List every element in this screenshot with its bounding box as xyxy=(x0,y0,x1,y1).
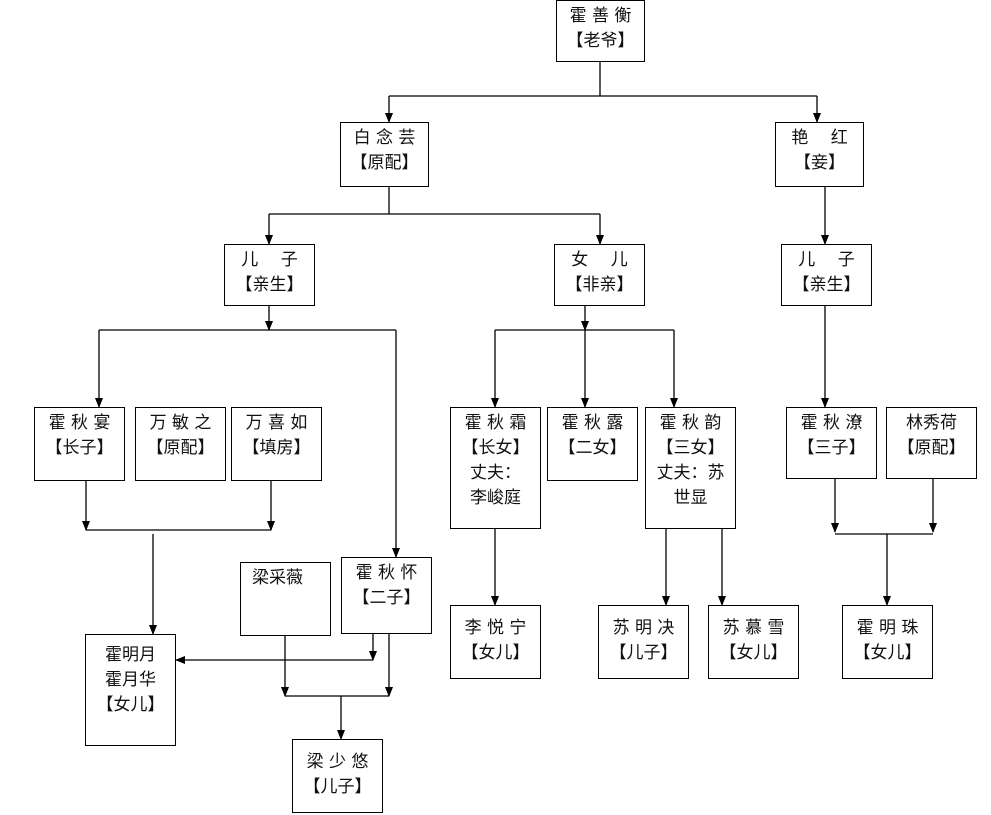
node-role: 【女儿】 xyxy=(853,643,922,663)
node-role: 【三子】 xyxy=(797,438,866,458)
node-name: 霍 秋 怀 xyxy=(355,563,418,583)
node-name: 林秀荷 xyxy=(906,413,957,433)
node-name: 女 儿 xyxy=(571,250,628,270)
node-name: 梁 少 悠 xyxy=(306,752,369,772)
node-liang-shaoyou: 梁 少 悠 【儿子】 xyxy=(292,739,383,813)
node-huo-qiuliao: 霍 秋 潦 【三子】 xyxy=(786,407,877,479)
node-name: 儿 子 xyxy=(241,250,298,270)
node-bai-nianyun: 白 念 芸 【原配】 xyxy=(340,122,429,187)
node-name: 霍 秋 潦 xyxy=(800,413,863,433)
node-name: 艳 红 xyxy=(791,128,848,148)
node-name: 霍 秋 露 xyxy=(561,413,624,433)
node-role: 【亲生】 xyxy=(792,275,861,295)
node-name: 万 喜 如 xyxy=(245,413,308,433)
node-role: 【二女】 xyxy=(558,438,627,458)
node-lin-xiuhe: 林秀荷 【原配】 xyxy=(886,407,977,479)
node-name: 万 敏 之 xyxy=(149,413,212,433)
node-name: 霍 秋 韵 xyxy=(659,413,722,433)
node-huo-mingzhu: 霍 明 珠 【女儿】 xyxy=(842,605,933,679)
node-role: 【女儿】 xyxy=(461,643,530,663)
node-son-yan: 儿 子 【亲生】 xyxy=(781,244,872,306)
node-role: 【二子】 xyxy=(352,588,421,608)
node-huo-qiuyan: 霍 秋 宴 【长子】 xyxy=(34,407,125,481)
node-son-bai: 儿 子 【亲生】 xyxy=(224,244,315,306)
node-name: 白 念 芸 xyxy=(353,128,416,148)
node-role: 【原配】 xyxy=(897,438,966,458)
node-su-mingjue: 苏 明 决 【儿子】 xyxy=(598,605,689,679)
node-name: 梁采薇 xyxy=(252,568,303,588)
node-name: 李 悦 宁 xyxy=(464,618,527,638)
node-role: 【原配】 xyxy=(146,438,215,458)
node-yan-hong: 艳 红 【妾】 xyxy=(775,122,864,187)
node-spouse-label: 丈夫：苏 xyxy=(656,463,725,483)
node-role: 【长女】 xyxy=(461,438,530,458)
node-name: 儿 子 xyxy=(798,250,855,270)
node-role: 【三女】 xyxy=(656,438,725,458)
node-name-alt: 霍月华 xyxy=(105,670,156,690)
node-role: 【女儿】 xyxy=(96,695,165,715)
node-role: 【填房】 xyxy=(242,438,311,458)
node-role: 【原配】 xyxy=(350,153,419,173)
node-name: 苏 明 决 xyxy=(612,618,675,638)
node-huo-shanheng: 霍 善 衡 【老爷】 xyxy=(556,0,645,62)
node-name: 苏 慕 雪 xyxy=(722,618,785,638)
node-su-muxue: 苏 慕 雪 【女儿】 xyxy=(708,605,799,679)
node-huo-mingyue: 霍明月 霍月华 【女儿】 xyxy=(85,634,176,746)
node-role: 【长子】 xyxy=(45,438,114,458)
node-name: 霍 明 珠 xyxy=(856,618,919,638)
node-huo-qiuyun: 霍 秋 韵 【三女】 丈夫：苏 世显 xyxy=(645,407,736,529)
node-spouse-name: 世显 xyxy=(673,488,708,508)
node-wan-xiru: 万 喜 如 【填房】 xyxy=(231,407,322,481)
node-name: 霍 秋 宴 xyxy=(48,413,111,433)
node-li-yuening: 李 悦 宁 【女儿】 xyxy=(450,605,541,679)
node-role: 【亲生】 xyxy=(235,275,304,295)
node-huo-qiulu: 霍 秋 露 【二女】 xyxy=(547,407,638,481)
node-role: 【儿子】 xyxy=(609,643,678,663)
node-huo-qiushuang: 霍 秋 霜 【长女】 丈夫： 李峻庭 xyxy=(450,407,541,529)
node-role: 【女儿】 xyxy=(719,643,788,663)
node-huo-qiuhuai: 霍 秋 怀 【二子】 xyxy=(341,557,432,634)
node-name: 霍 秋 霜 xyxy=(464,413,527,433)
node-wan-minzhi: 万 敏 之 【原配】 xyxy=(135,407,226,481)
node-role: 【儿子】 xyxy=(303,777,372,797)
node-name: 霍 善 衡 xyxy=(569,6,632,26)
node-spouse-label: 丈夫： xyxy=(470,463,521,483)
node-name: 霍明月 xyxy=(105,645,156,665)
node-spouse-name: 李峻庭 xyxy=(470,488,521,508)
node-role: 【非亲】 xyxy=(565,275,634,295)
node-role: 【妾】 xyxy=(794,153,845,173)
node-role: 【老爷】 xyxy=(566,31,635,51)
node-daughter-bai: 女 儿 【非亲】 xyxy=(554,244,645,306)
node-liang-caiwei: 梁采薇 xyxy=(240,562,331,636)
